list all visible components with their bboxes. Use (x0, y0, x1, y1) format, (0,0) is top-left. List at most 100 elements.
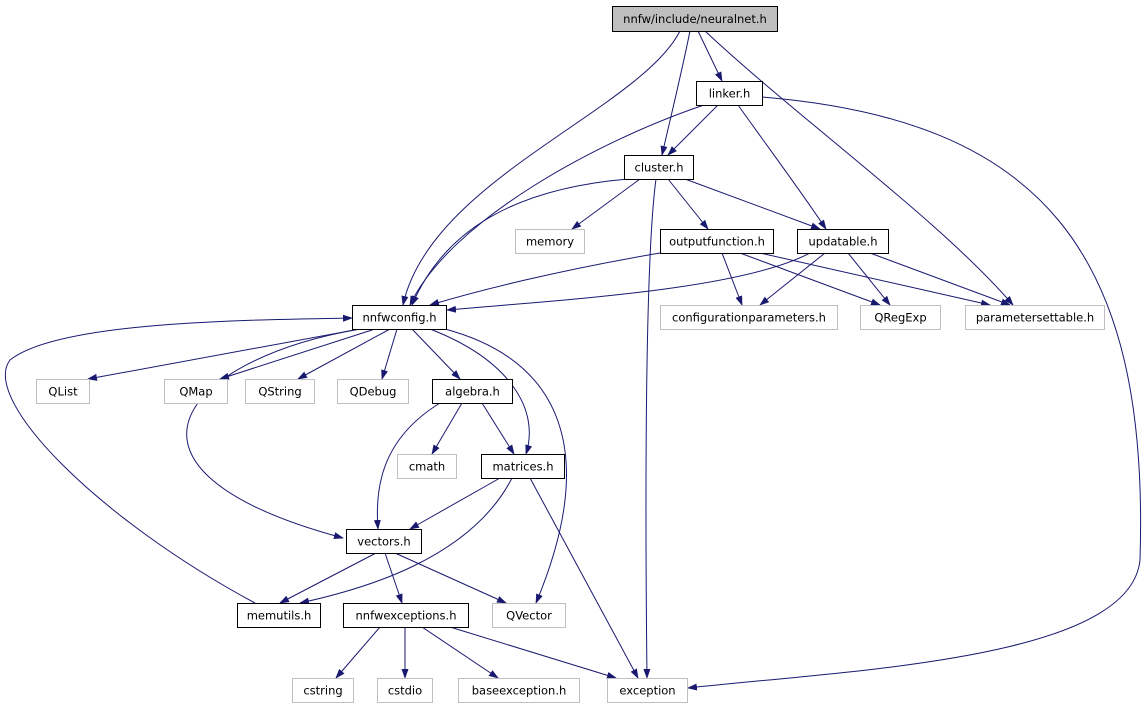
node-box-qlist (36, 379, 90, 404)
edge-nnfwconfig-to-qmap (219, 328, 376, 380)
edge-neuralnet-to-cluster (660, 30, 691, 156)
edge-neuralnet-to-linker (697, 30, 723, 82)
edge-neuralnet-to-nnfwconfig (401, 30, 681, 306)
node-label-exception: exception (619, 684, 675, 698)
node-qmap: QMap (164, 379, 228, 404)
node-qstring: QString (245, 379, 315, 404)
edge-outputfunction-to-nnfwconfig (429, 252, 661, 306)
node-algebra[interactable]: algebra.h (432, 379, 513, 404)
node-box-nnfwconfig (352, 305, 447, 330)
node-label-qmap: QMap (179, 385, 212, 399)
node-box-memutils (237, 603, 321, 628)
node-vectors[interactable]: vectors.h (346, 529, 422, 554)
node-nnfwexceptions[interactable]: nnfwexceptions.h (343, 603, 469, 628)
node-cmath: cmath (397, 454, 457, 479)
node-box-cmath (397, 454, 457, 479)
node-box-algebra (432, 379, 513, 404)
edge-memutils-to-nnfwconfig (4, 314, 353, 604)
node-nnfwconfig[interactable]: nnfwconfig.h (352, 305, 447, 330)
node-label-outputfunction: outputfunction.h (669, 235, 765, 249)
edge-cluster-to-nnfwconfig (411, 178, 629, 306)
node-label-qdebug: QDebug (350, 385, 397, 399)
node-box-configurationparameters (660, 305, 838, 330)
node-box-linker (696, 81, 763, 106)
node-box-updatable (797, 229, 889, 254)
edge-outputfunction-to-parametersettable (759, 252, 991, 307)
edge-neuralnet-to-parametersettable (704, 30, 1014, 306)
edge-vectors-to-nnfwexceptions (384, 552, 403, 604)
node-qlist: QList (36, 379, 90, 404)
node-qvector: QVector (492, 603, 566, 628)
edge-matrices-to-memutils (299, 477, 513, 605)
node-box-qregexp (860, 305, 941, 330)
edge-linker-to-cluster (667, 104, 719, 156)
node-label-algebra: algebra.h (445, 385, 500, 399)
node-qdebug: QDebug (337, 379, 409, 404)
node-label-qlist: QList (48, 385, 78, 399)
node-box-qvector (492, 603, 566, 628)
edge-nnfwexceptions-to-exception (449, 626, 617, 679)
node-label-cluster: cluster.h (635, 161, 684, 175)
node-label-matrices: matrices.h (492, 460, 553, 474)
node-box-cstring (292, 678, 354, 703)
node-box-qmap (164, 379, 228, 404)
edge-updatable-to-configurationparameters (759, 252, 826, 306)
edge-cluster-to-updatable (684, 178, 821, 230)
node-label-neuralnet: nnfw/include/neuralnet.h (623, 12, 767, 26)
edge-vectors-to-qvector (394, 552, 507, 604)
edge-outputfunction-to-configurationparameters (721, 252, 743, 306)
edge-nnfwconfig-to-qlist (87, 328, 361, 381)
node-neuralnet[interactable]: nnfw/include/neuralnet.h (612, 6, 778, 32)
node-label-memory: memory (526, 235, 574, 249)
node-memory: memory (515, 229, 585, 254)
edge-nnfwexceptions-to-baseexception (421, 626, 499, 679)
node-configurationparameters: configurationparameters.h (660, 305, 838, 330)
node-cstring: cstring (292, 678, 354, 703)
edge-matrices-to-exception (529, 477, 639, 679)
node-label-parametersettable: parametersettable.h (976, 311, 1094, 325)
node-label-cmath: cmath (409, 460, 445, 474)
node-label-linker: linker.h (709, 87, 751, 101)
node-parametersettable: parametersettable.h (965, 305, 1105, 330)
edge-nnfwconfig-to-qvector (444, 328, 567, 604)
edge-algebra-to-matrices (481, 402, 515, 455)
edge-nnfwexceptions-to-cstring (335, 626, 381, 679)
node-label-qregexp: QRegExp (874, 311, 926, 325)
node-box-nnfwexceptions (343, 603, 469, 628)
node-box-vectors (346, 529, 422, 554)
node-matrices[interactable]: matrices.h (481, 454, 565, 479)
edge-algebra-to-cmath (431, 402, 463, 455)
node-box-qstring (245, 379, 315, 404)
node-label-baseexception: baseexception.h (472, 684, 567, 698)
node-updatable[interactable]: updatable.h (797, 229, 889, 254)
node-label-cstring: cstring (303, 684, 342, 698)
node-box-cstdio (377, 678, 433, 703)
node-label-qstring: QString (258, 385, 301, 399)
node-baseexception: baseexception.h (458, 678, 580, 703)
node-box-qdebug (337, 379, 409, 404)
node-linker[interactable]: linker.h (696, 81, 763, 106)
node-outputfunction[interactable]: outputfunction.h (660, 229, 774, 254)
node-box-exception (607, 678, 688, 703)
node-box-cluster (624, 155, 694, 180)
node-label-nnfwexceptions: nnfwexceptions.h (356, 609, 457, 623)
edge-linker-to-updatable (737, 104, 827, 230)
edge-algebra-to-vectors (373, 402, 441, 530)
node-cstdio: cstdio (377, 678, 433, 703)
edge-nnfwconfig-to-vectors (186, 328, 361, 540)
node-box-neuralnet (612, 6, 778, 32)
node-cluster[interactable]: cluster.h (624, 155, 694, 180)
node-label-updatable: updatable.h (808, 235, 877, 249)
node-label-nnfwconfig: nnfwconfig.h (363, 311, 437, 325)
node-box-matrices (481, 454, 565, 479)
node-memutils[interactable]: memutils.h (237, 603, 321, 628)
edge-vectors-to-memutils (279, 552, 377, 604)
node-exception: exception (607, 678, 688, 703)
edge-cluster-to-exception (643, 178, 657, 679)
node-label-cstdio: cstdio (388, 684, 422, 698)
node-qregexp: QRegExp (860, 305, 941, 330)
edge-updatable-to-qregexp (847, 252, 891, 306)
edge-cluster-to-memory (571, 178, 641, 230)
edge-cluster-to-outputfunction (667, 178, 709, 230)
